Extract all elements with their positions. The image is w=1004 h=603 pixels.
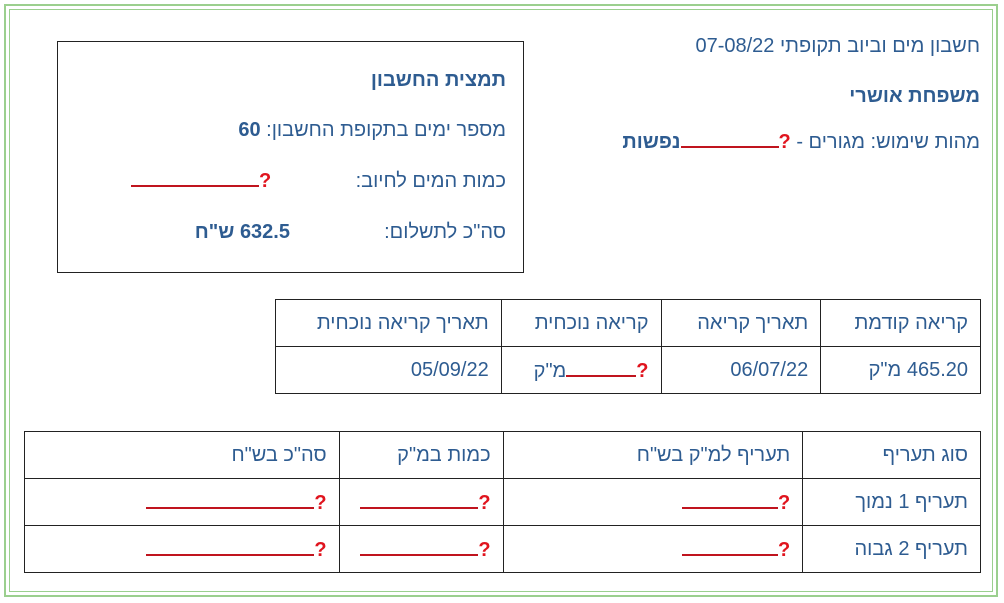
summary-box	[57, 41, 524, 273]
header-cell: קריאה קודמת	[820, 299, 981, 347]
quantity-cell: ?	[338, 525, 504, 573]
days-line: מספר ימים בתקופת החשבון: 60	[238, 118, 506, 142]
quantity-question-mark: ?	[478, 492, 491, 514]
days-label: מספר ימים בתקופת החשבון:	[266, 119, 506, 141]
water-label: כמות המים לחיוב:	[355, 170, 506, 192]
prev-reading-cell: 465.20 מ"ק	[820, 346, 981, 394]
quantity-blank	[360, 536, 479, 556]
tariff-table: סוג תעריף תעריף למ"ק בש"ח כמות במ"ק סה"כ…	[24, 431, 981, 573]
total-cell: ?	[24, 478, 340, 526]
header-cell: תאריך קריאה נוכחית	[275, 299, 502, 347]
table-row: סוג תעריף תעריף למ"ק בש"ח כמות במ"ק סה"כ…	[24, 431, 981, 479]
usage-line: מהות שימוש: מגורים - ? נפשות	[622, 128, 980, 154]
usage-suffix: נפשות	[622, 131, 681, 153]
inner-frame	[9, 9, 993, 592]
quantity-cell: ?	[338, 478, 504, 526]
usage-blank	[680, 128, 779, 148]
total-label: סה"כ לתשלום:	[384, 221, 506, 243]
rate-question-mark: ?	[777, 492, 791, 514]
table-row: תעריף 2 גבוה ? ? ?	[24, 525, 981, 573]
header-cell: תעריף למ"ק בש"ח	[502, 431, 804, 479]
rate-blank	[681, 489, 778, 509]
water-question-mark: ?	[259, 170, 272, 192]
total-cell: ?	[24, 525, 340, 573]
table-row: 465.20 מ"ק 06/07/22 ? מ"ק 05/09/22	[275, 346, 981, 394]
bill-title: חשבון מים וביוב תקופתי 07-08/22	[695, 35, 980, 57]
table-row: תעריף 1 נמוך ? ? ?	[24, 478, 981, 526]
total-blank	[146, 536, 315, 556]
current-blank	[566, 357, 637, 377]
header-cell: תאריך קריאה	[660, 299, 822, 347]
quantity-blank	[360, 489, 479, 509]
readings-table: קריאה קודמת תאריך קריאה קריאה נוכחית תאר…	[275, 299, 981, 394]
days-value: 60	[238, 119, 261, 141]
header-cell: סוג תעריף	[802, 431, 981, 479]
current-date-cell: 05/09/22	[275, 346, 502, 394]
tariff-type-cell: תעריף 1 נמוך	[802, 478, 981, 526]
family-name: משפחת אושרי	[849, 85, 980, 107]
rate-blank	[681, 536, 778, 556]
water-answer: ?	[131, 167, 271, 193]
rate-question-mark: ?	[777, 539, 791, 561]
total-question-mark: ?	[314, 492, 327, 514]
header-cell: סה"כ בש"ח	[24, 431, 340, 479]
current-question-mark: ?	[636, 360, 649, 382]
summary-title: תמצית החשבון	[370, 69, 506, 91]
quantity-question-mark: ?	[478, 539, 491, 561]
header-cell: קריאה נוכחית	[500, 299, 662, 347]
current-reading-cell: ? מ"ק	[500, 346, 662, 394]
total-value: 632.5 ש"ח	[194, 221, 290, 243]
rate-cell: ?	[502, 478, 804, 526]
water-blank	[131, 167, 259, 187]
tariff-type-cell: תעריף 2 גבוה	[802, 525, 981, 573]
usage-label: מהות שימוש: מגורים -	[796, 131, 980, 153]
usage-question-mark: ?	[778, 131, 791, 153]
total-question-mark: ?	[314, 539, 327, 561]
rate-cell: ?	[502, 525, 804, 573]
header-cell: כמות במ"ק	[338, 431, 504, 479]
outer-frame	[4, 4, 998, 597]
current-unit: מ"ק	[533, 360, 567, 382]
total-blank	[146, 489, 315, 509]
table-row: קריאה קודמת תאריך קריאה קריאה נוכחית תאר…	[275, 299, 981, 347]
read-date-cell: 06/07/22	[660, 346, 822, 394]
